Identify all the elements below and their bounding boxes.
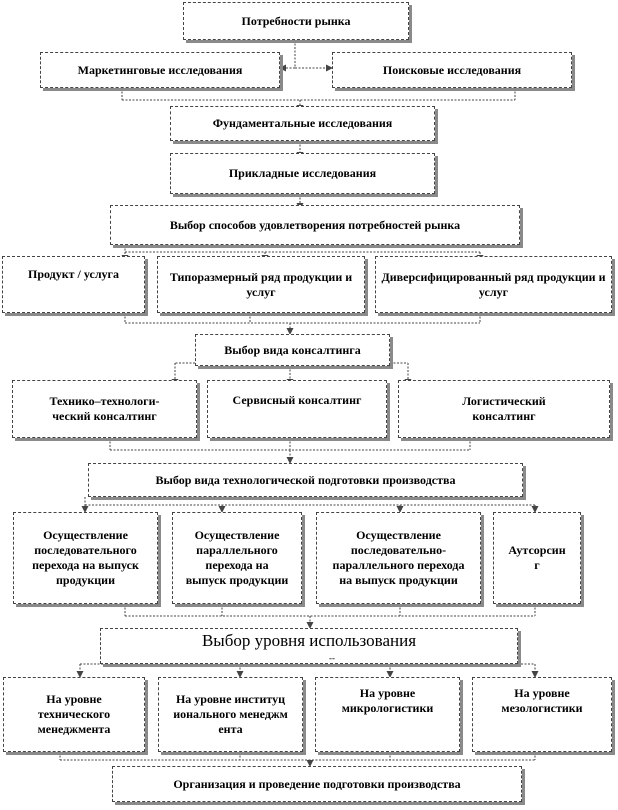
tech-consulting-box: Технико–технологи-ческий консалтинг (12, 380, 197, 438)
outsourcing-box: Аутсорсинг (493, 512, 581, 604)
consulting-choice-label: Выбор вида консалтинга (224, 342, 361, 357)
inst-management-box: На уровне институционального менеджмента (158, 677, 303, 752)
organization-box: Организация и проведение подготовки прои… (112, 766, 522, 802)
market-needs-label: Потребности рынка (241, 13, 351, 28)
micrologistics-box: На уровне микрологистики (315, 677, 460, 752)
ways-choice-label: Выбор способов удовлетворения потребност… (169, 217, 461, 232)
mesologistics-label: На уровне мезологистики (501, 686, 583, 715)
inst-management-label: На уровне институционального менеджмента (173, 692, 288, 736)
service-consulting-box: Сервисный консалтинг (207, 380, 387, 438)
service-consulting-label: Сервисный консалтинг (232, 393, 362, 407)
applied-research-box: Прикладные исследования (170, 153, 435, 194)
ways-choice-box: Выбор способов удовлетворения потребност… (110, 205, 520, 245)
micrologistics-label: На уровне микрологистики (341, 686, 434, 715)
sequential-box: Осуществление последовательного перехода… (13, 512, 158, 604)
level-choice-label: Выбор уровня использования (201, 631, 417, 650)
search-research-box: Поисковые исследования (332, 52, 572, 88)
outsourcing-label: Аутсорсинг (508, 543, 566, 572)
mesologistics-box: На уровне мезологистики (472, 677, 612, 752)
sequential-label: Осуществление последовательного перехода… (32, 528, 139, 587)
fundamental-research-label: Фундаментальные исследования (212, 116, 393, 130)
applied-research-label: Прикладные исследования (228, 166, 377, 180)
marketing-research-label: Маркетинговые исследования (77, 62, 243, 77)
organization-label: Организация и проведение подготовки прои… (173, 776, 461, 791)
diversified-range-label: Диверсифицированный ряд продукции и услу… (381, 269, 606, 299)
prep-choice-label: Выбор вида технологической подготовки пр… (155, 472, 456, 487)
logistic-consulting-label: Логистический консалтинг (462, 394, 546, 423)
tech-management-box: На уровне технического менеджмента (3, 677, 145, 752)
seq-parallel-box: Осуществление последовательно-параллельн… (316, 512, 481, 604)
parallel-label: Осуществление параллельного перехода на … (185, 528, 289, 587)
consulting-choice-box: Выбор вида консалтинга (195, 334, 390, 366)
tech-management-label: На уровне технического менеджмента (37, 692, 111, 736)
market-needs-box: Потребности рынка (183, 2, 409, 40)
fundamental-research-box: Фундаментальные исследования (170, 106, 435, 141)
product-service-label: Продукт / услуга (27, 267, 119, 281)
search-research-label: Поисковые исследования (382, 62, 522, 77)
size-range-box: Типоразмерный ряд продукции и услуг (157, 256, 365, 313)
seq-parallel-label: Осуществление последовательно-параллельн… (332, 528, 465, 587)
tech-consulting-label: Технико–технологи-ческий консалтинг (49, 394, 160, 423)
logistic-consulting-box: Логистический консалтинг (398, 380, 610, 438)
level-choice-box: Выбор уровня использования (100, 628, 518, 664)
prep-choice-box: Выбор вида технологической подготовки пр… (88, 463, 523, 497)
parallel-box: Осуществление параллельного перехода на … (172, 512, 302, 604)
product-service-box: Продукт / услуга (2, 256, 145, 313)
diversified-range-box: Диверсифицированный ряд продукции и услу… (375, 256, 612, 313)
marketing-research-box: Маркетинговые исследования (40, 52, 280, 88)
level-choice-mark: -- (329, 653, 335, 663)
size-range-label: Типоразмерный ряд продукции и услуг (169, 269, 353, 299)
